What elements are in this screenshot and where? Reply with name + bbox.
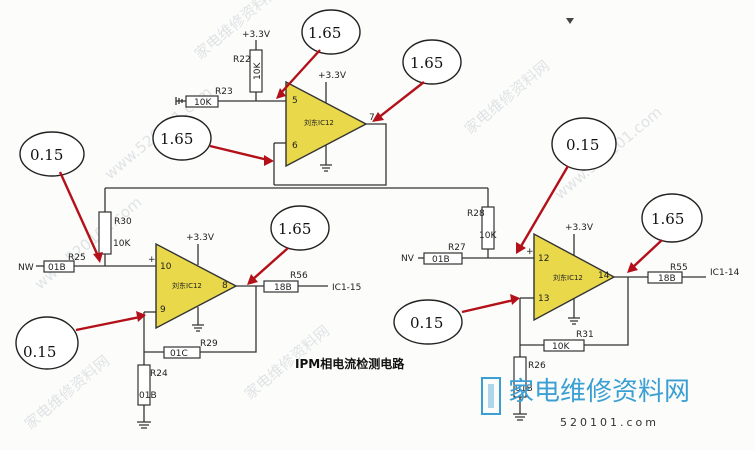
callouts: 1.65 1.65 1.65 1.65 0.15 0.15 0.15 0.15: [15, 9, 703, 370]
pin-10: 10: [160, 262, 172, 272]
callout-value: 0.15: [23, 343, 56, 361]
r56-value: 18B: [274, 283, 292, 293]
supply-label: +3.3V: [242, 30, 271, 40]
opamp-label: 刘东IC12: [172, 281, 202, 290]
callout-value: 1.65: [651, 210, 684, 228]
opamp-left: [155, 242, 238, 330]
callout-value: 1.65: [278, 220, 311, 238]
diagram-title: IPM相电流检测电路: [295, 356, 405, 371]
callout-value: 0.15: [30, 146, 63, 164]
logo-url: 520101.com: [560, 416, 659, 429]
plus-sign: +: [526, 247, 534, 257]
nw-input: NW: [18, 263, 34, 273]
r31-ref: R31: [576, 330, 594, 340]
callout-pin9: [15, 316, 79, 370]
r28-ref: R28: [467, 209, 485, 219]
r31-value: 10K: [552, 342, 570, 352]
callout-output-top: [402, 39, 462, 85]
nv-input: NV: [401, 254, 415, 264]
pin-9: 9: [160, 305, 166, 315]
pin-14: 14: [598, 271, 610, 281]
r23-ref: R23: [215, 87, 233, 97]
r29-value: 01C: [170, 349, 188, 359]
r30-value: 10K: [113, 239, 131, 249]
callout-pin14: [641, 193, 703, 243]
r25-ref: R25: [68, 253, 86, 263]
r26-ref: R26: [528, 361, 546, 371]
r24-value: 01B: [139, 391, 157, 401]
callout-value: 0.15: [566, 136, 599, 154]
r25-value: 01B: [48, 263, 66, 273]
top-opamp-section: +3.3V R22 10K 10K R23 5 6 7 刘东IC12 +3.3V: [175, 30, 387, 186]
output-ic1-15: IC1-15: [332, 283, 361, 293]
r22-value: 10K: [253, 62, 263, 80]
r29-ref: R29: [200, 339, 218, 349]
pin-6: 6: [292, 141, 298, 151]
callout-value: 1.65: [410, 54, 443, 72]
r26-value: 01B: [515, 384, 533, 394]
r56-ref: R56: [290, 271, 308, 281]
r24-ref: R24: [150, 369, 168, 379]
r28-value: 10K: [479, 231, 497, 241]
callout-value: 1.65: [308, 24, 341, 42]
output-ic1-14: IC1-14: [710, 268, 740, 278]
marker-icon: [566, 18, 574, 24]
plus-sign: +: [148, 255, 156, 265]
callout-pin6: [152, 115, 212, 161]
callout-nw: [19, 131, 85, 177]
logo-text: 家电维修资料网: [508, 377, 690, 407]
r27-value: 01B: [432, 255, 450, 265]
opamp-label: 刘东IC12: [304, 118, 334, 127]
supply-label: +3.3V: [565, 223, 594, 233]
right-opamp-section: R28 10K NV 01B R27 + 12 13 14 刘东IC12 +3.…: [401, 188, 740, 421]
pin-12: 12: [538, 254, 549, 264]
supply-label: +3.3V: [318, 71, 347, 81]
pin-13: 13: [538, 294, 549, 304]
callout-pin13: [393, 299, 463, 345]
callout-top: [301, 9, 361, 55]
callout-nv: [551, 117, 617, 171]
r22-ref: R22: [233, 55, 251, 65]
site-logo: 家电维修资料网 520101.com: [481, 377, 690, 429]
resistor-r30: [98, 211, 112, 255]
pin-8: 8: [222, 281, 228, 291]
r23-value: 10K: [194, 98, 212, 108]
left-opamp-section: R30 10K NW 01B R25 + 10 9 8 刘东IC12 +3.3V…: [18, 188, 361, 429]
pin-5: 5: [292, 96, 298, 106]
callout-value: 0.15: [410, 314, 443, 332]
callout-value: 1.65: [160, 130, 193, 148]
r30-ref: R30: [114, 217, 132, 227]
logo-icon: [481, 377, 501, 415]
r55-value: 18B: [658, 274, 676, 284]
pin-7: 7: [369, 113, 375, 123]
watermark: 家电维修资料网: [461, 57, 553, 138]
supply-label: +3.3V: [186, 233, 215, 243]
callout-pin8: [270, 205, 330, 251]
r55-ref: R55: [670, 263, 688, 273]
r27-ref: R27: [448, 243, 466, 253]
opamp-label: 刘东IC12: [553, 273, 583, 282]
